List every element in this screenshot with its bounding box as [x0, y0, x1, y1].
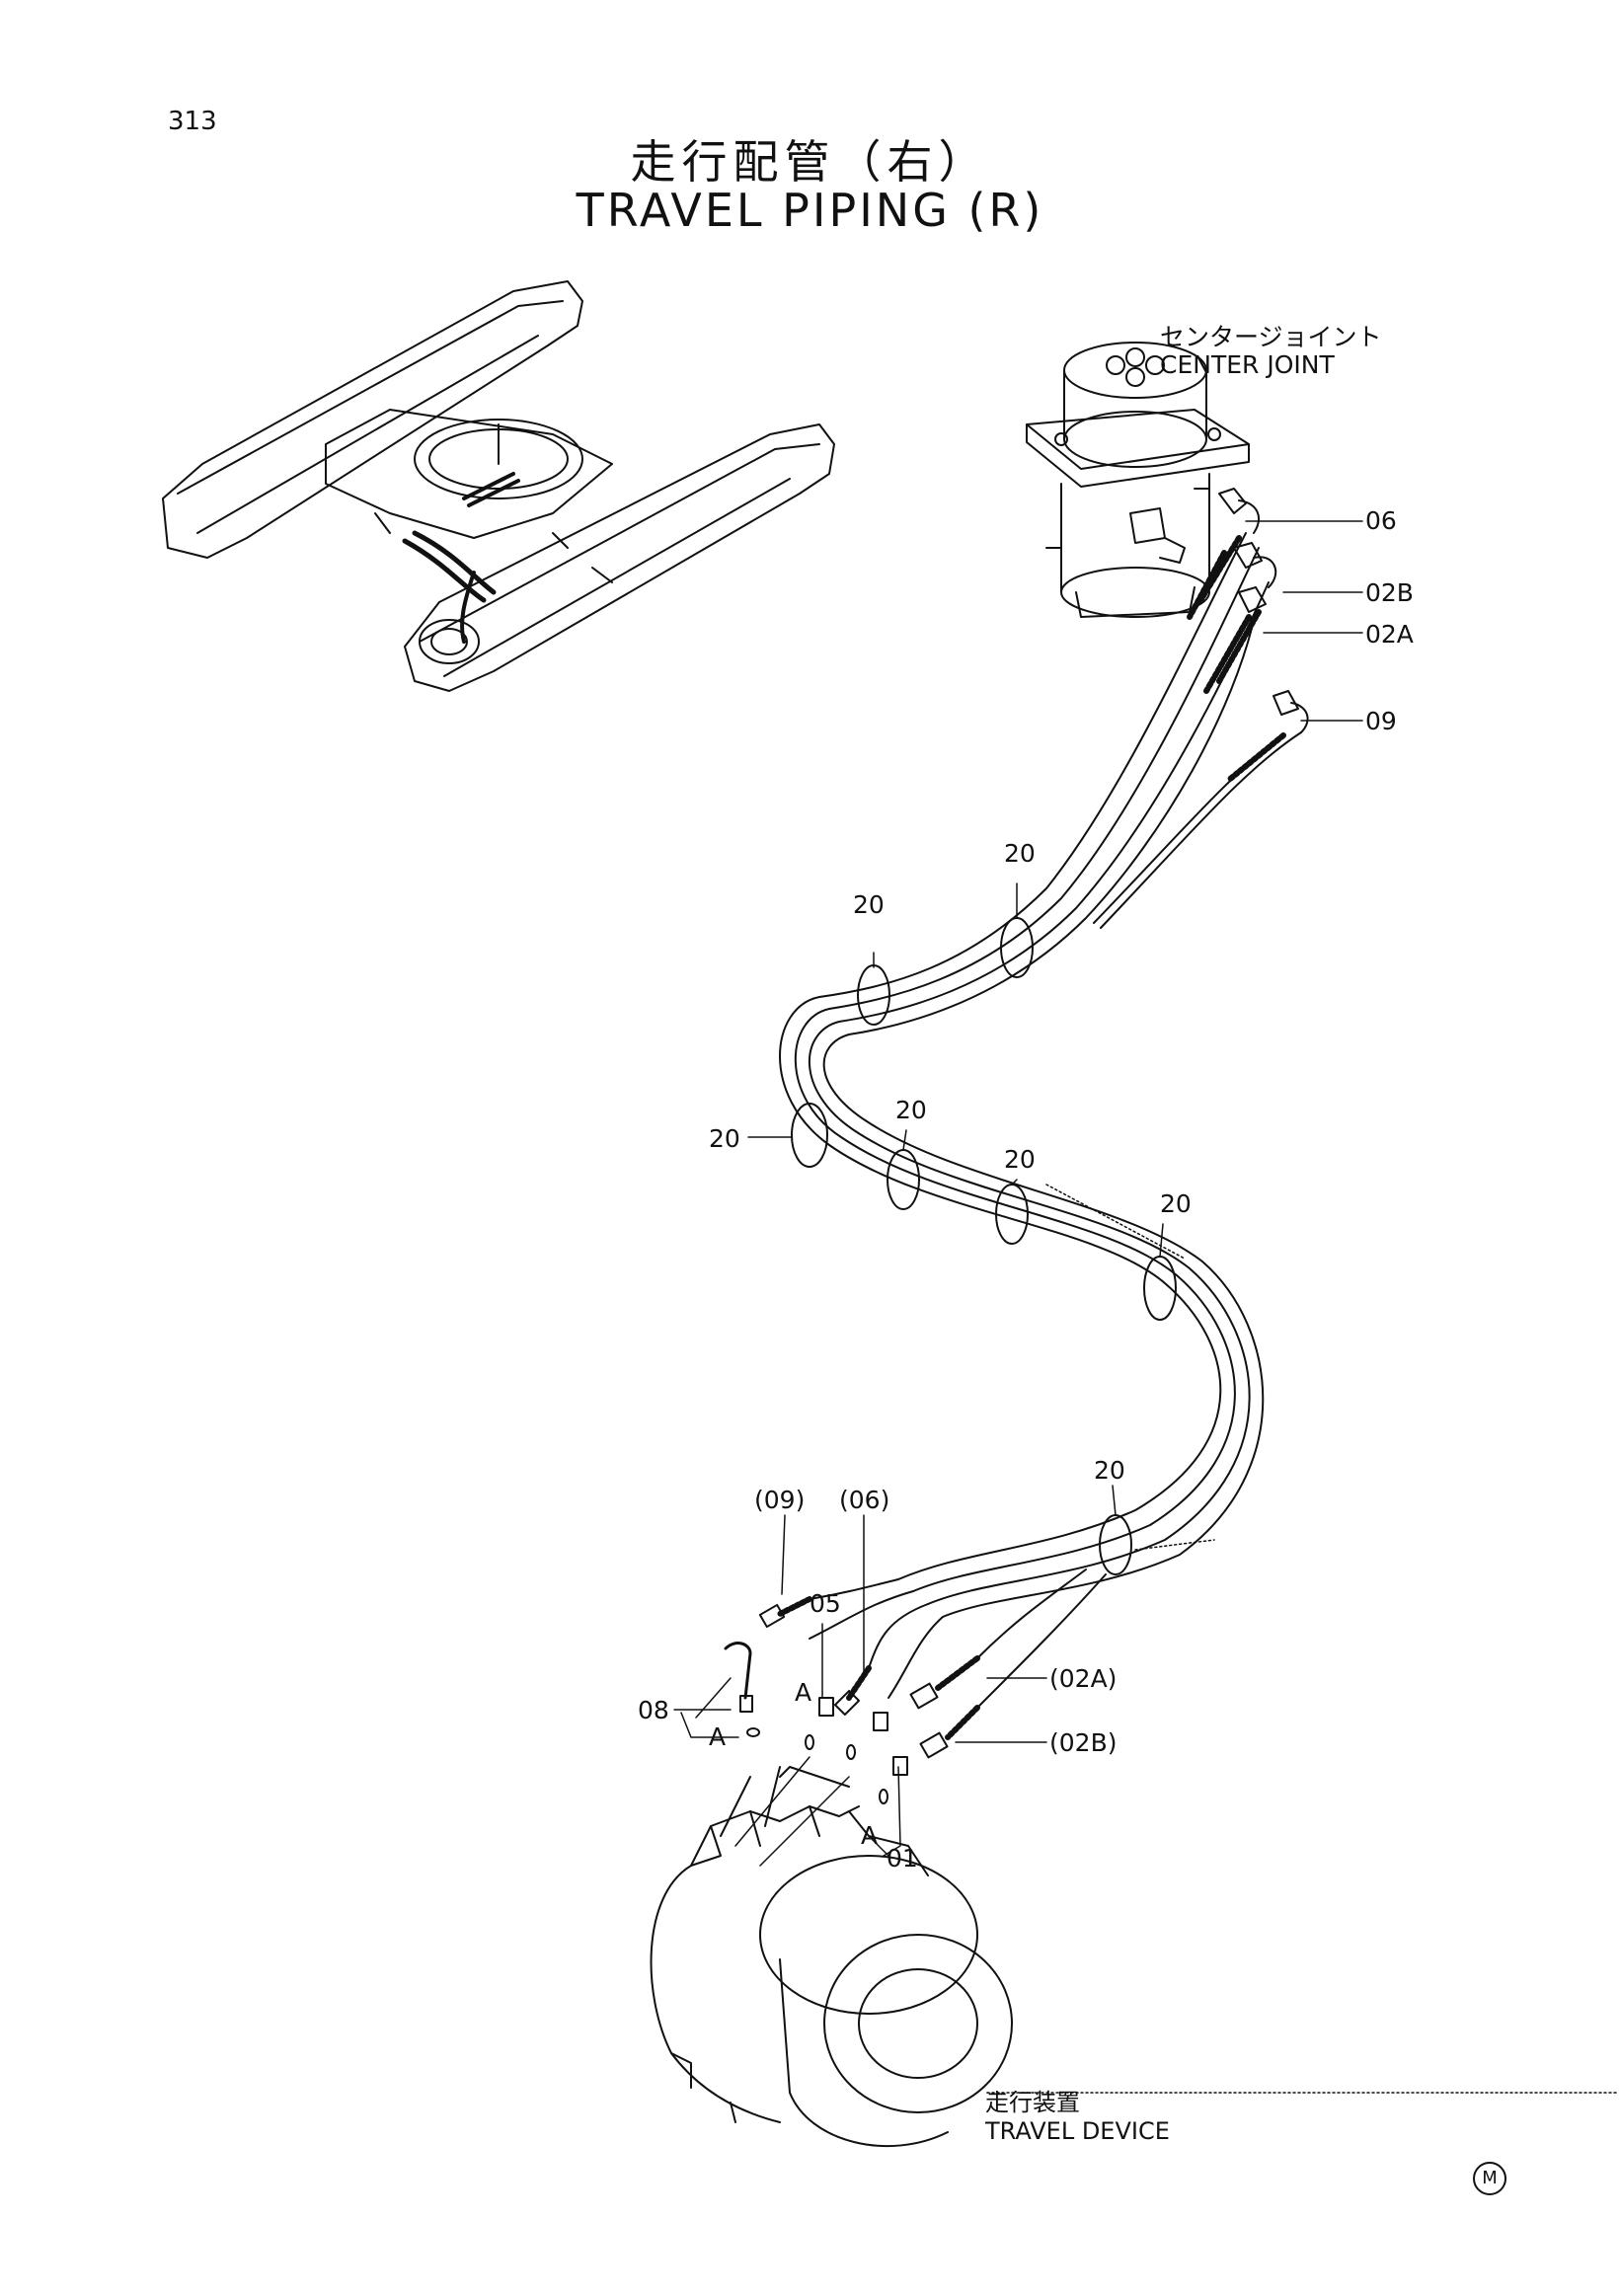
callout-20-clamp: 20: [1160, 1189, 1192, 1218]
callout-02b-ref: (02B): [1049, 1728, 1118, 1757]
travel-device-illustration: [650, 1766, 1013, 2148]
model-mark-icon: M: [1473, 2162, 1506, 2195]
undercarriage-inset-illustration: [162, 280, 835, 692]
center-joint-label-jp: センタージョイント: [1160, 323, 1382, 351]
center-joint-illustration: [1026, 342, 1250, 618]
callout-02a: 02A: [1365, 620, 1414, 649]
callout-20-clamp: 20: [709, 1124, 740, 1153]
callout-a-right: A: [861, 1821, 879, 1850]
title-english: TRAVEL PIPING (R): [576, 184, 1044, 237]
callout-20-clamp: 20: [1004, 839, 1036, 868]
callout-06: 06: [1365, 506, 1397, 535]
callout-09: 09: [1365, 707, 1397, 735]
callout-20-clamp: 20: [1004, 1145, 1036, 1174]
callout-02b: 02B: [1365, 578, 1414, 607]
callout-20-clamp: 20: [1094, 1456, 1125, 1485]
callout-02a-ref: (02A): [1049, 1664, 1118, 1693]
callout-01: 01: [887, 1844, 918, 1873]
callout-09-ref: (09): [754, 1486, 806, 1514]
callout-a-left: A: [709, 1722, 727, 1751]
callout-08: 08: [638, 1696, 669, 1724]
center-joint-label-en: CENTER JOINT: [1160, 350, 1335, 379]
callout-05: 05: [810, 1589, 841, 1618]
callout-a-middle: A: [795, 1678, 812, 1707]
hose-bundle-illustration: [724, 488, 1309, 1804]
callout-20-clamp: 20: [853, 890, 885, 919]
callout-06-ref: (06): [839, 1486, 890, 1514]
travel-device-label-jp: 走行装置: [985, 2089, 1080, 2116]
leader-lines: [673, 520, 1620, 2094]
callout-20-clamp: 20: [895, 1096, 927, 1124]
travel-device-label-en: TRAVEL DEVICE: [985, 2117, 1170, 2145]
title-japanese: 走行配管（右）: [630, 135, 990, 189]
page-number: 313: [168, 107, 217, 136]
